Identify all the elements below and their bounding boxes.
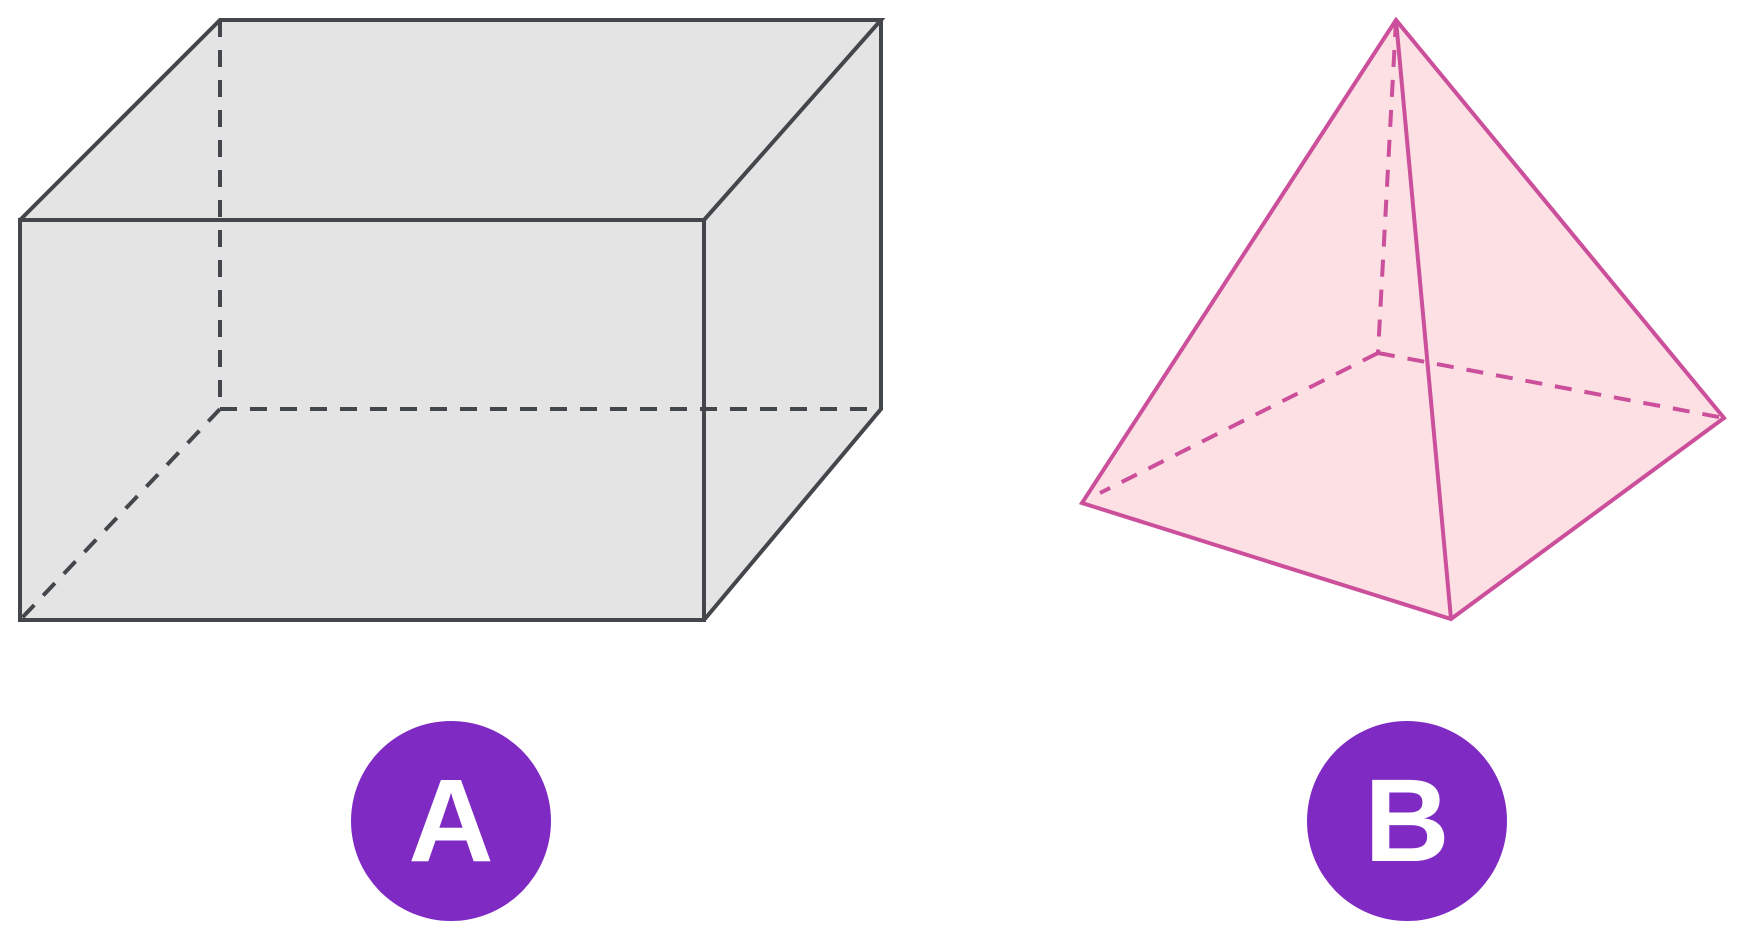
figure-a-rectangular-prism [18,18,886,622]
badge-b-circle [1307,721,1507,921]
pyramid-visible-edges [1078,16,1727,622]
prism-hidden-edge-diagonal [18,407,222,622]
badge-a-label: A [408,755,493,887]
prism-silhouette [20,20,881,620]
pyramid-hidden-edges [1099,19,1725,495]
pyramid-silhouette [1082,20,1724,619]
badge-a-circle [351,721,551,921]
prism-hidden-edges [18,20,881,622]
figure-b-square-pyramid [1078,16,1727,622]
pyramid-front-edge [1394,19,1453,620]
badge-b: B [1307,721,1507,921]
prism-top-edges [18,18,886,222]
badge-a: A [351,721,551,921]
prism-front-face [18,218,706,622]
prism-visible-edges [18,18,886,622]
badge-b-label: B [1364,755,1449,887]
prism-side-edges [702,20,883,622]
pyramid-hidden-edge-apex [1376,19,1398,354]
pyramid-hidden-edge-left [1099,351,1379,495]
